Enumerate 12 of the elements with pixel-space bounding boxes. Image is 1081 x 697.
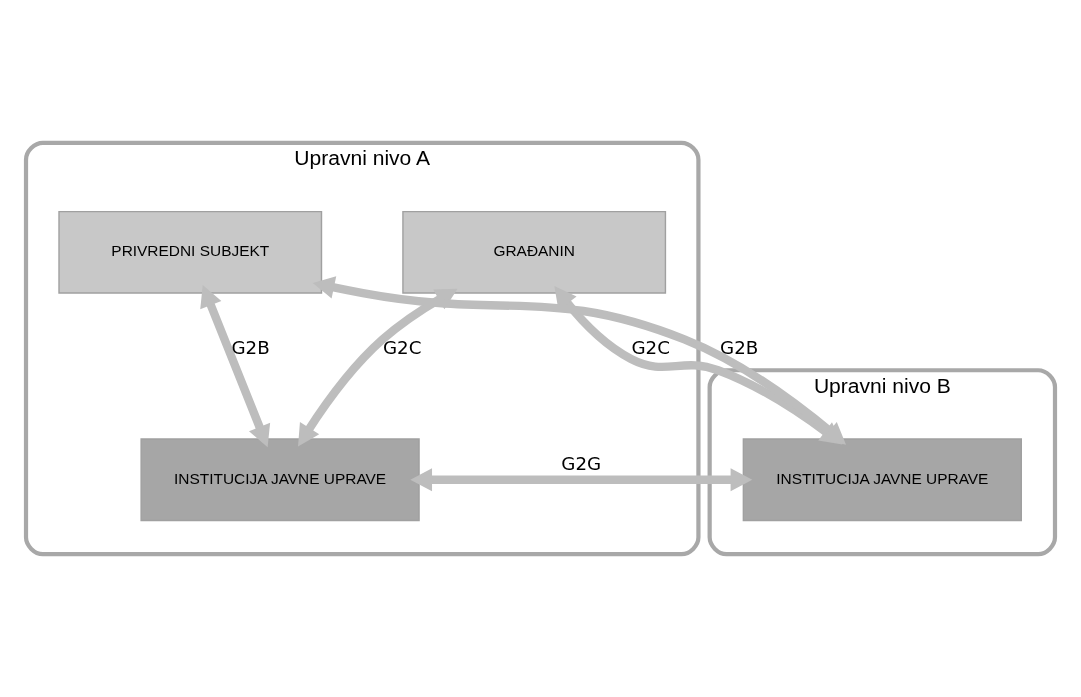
node-box: GRAĐANIN [402,210,667,294]
arrow [298,288,458,447]
node-box: INSTITUCIJA JAVNE UPRAVE [742,438,1022,522]
node-box: INSTITUCIJA JAVNE UPRAVE [140,438,420,522]
edge-label: G2B [231,336,270,358]
node-box: PRIVREDNI SUBJEKT [58,210,323,294]
edge-label: G2G [561,453,602,475]
arrow [200,285,271,448]
edge-label: G2C [382,336,422,358]
edge-label: G2B [720,336,759,358]
edge-label: G2C [631,336,670,358]
arrow [410,468,753,492]
